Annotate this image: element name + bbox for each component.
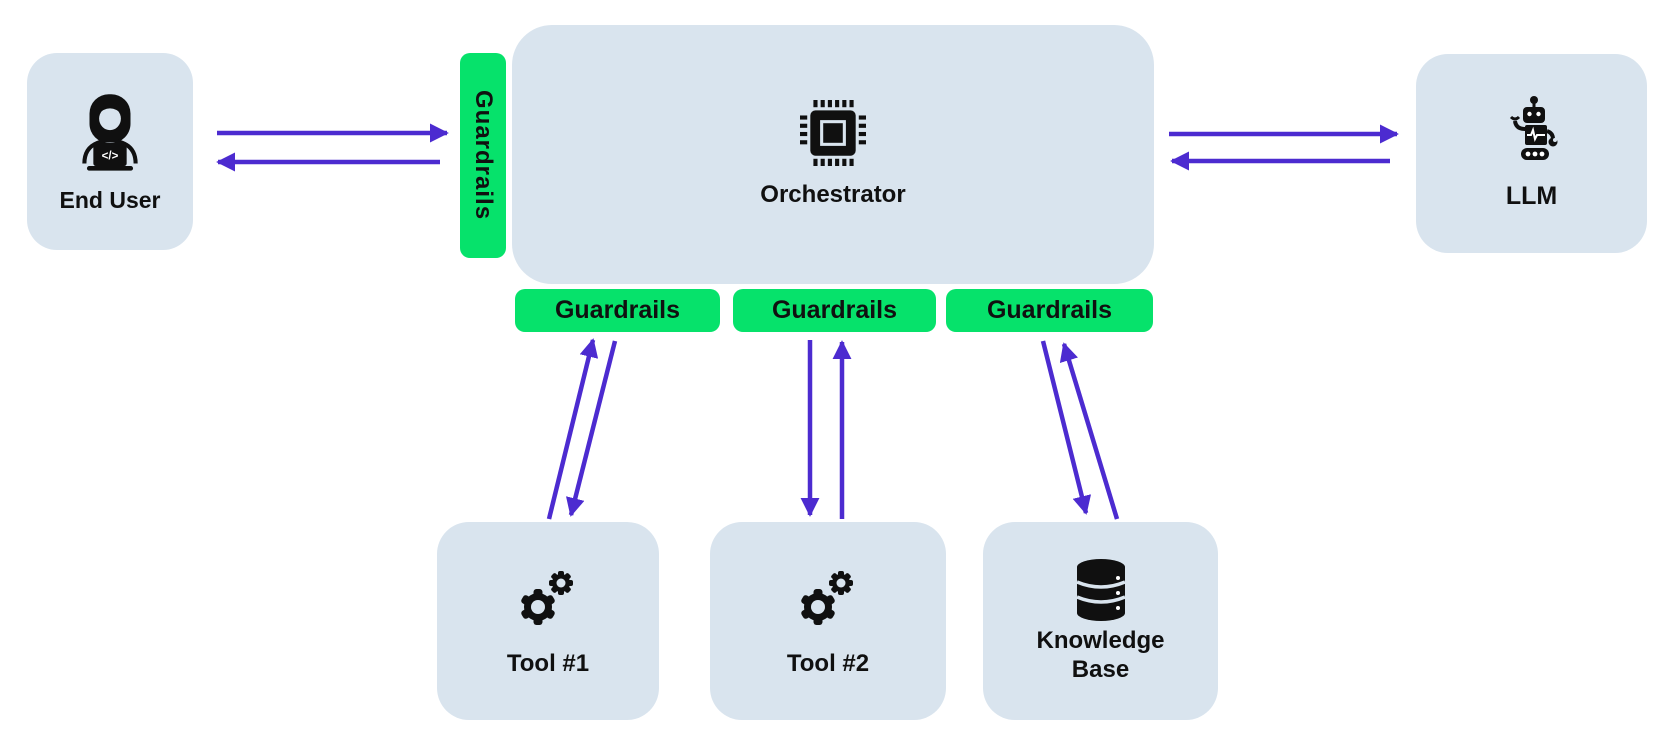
- database-icon: [1075, 558, 1126, 621]
- orchestrator-node: Orchestrator: [512, 25, 1154, 284]
- guardrails-bar-tool1: Guardrails: [515, 289, 720, 332]
- guardrails-bar-tool2: Guardrails: [733, 289, 936, 332]
- knowledge-base-node: Knowledge Base: [983, 522, 1218, 720]
- person-laptop-icon: </>: [82, 94, 138, 172]
- tool2-node: Tool #2: [710, 522, 946, 720]
- end-user-label: End User: [59, 187, 161, 214]
- guardrails-vertical-label: Guardrails: [470, 90, 497, 221]
- cpu-chip-icon: [800, 99, 866, 166]
- knowledge-base-label: Knowledge Base: [1036, 626, 1164, 685]
- robot-icon: [1509, 96, 1557, 161]
- laptop-code-glyph: </>: [102, 151, 119, 163]
- knowledge-base-label-line2: Base: [1071, 656, 1130, 683]
- orchestrator-label: Orchestrator: [760, 180, 906, 208]
- guardrails-bar-3-label: Guardrails: [986, 296, 1113, 324]
- gears-icon: [801, 571, 853, 626]
- guardrails-vertical-bar: Guardrails: [460, 53, 506, 258]
- arrow-kb-to-guardrails: [1059, 342, 1120, 520]
- guardrails-bar-1-label: Guardrails: [554, 296, 681, 324]
- tool1-node: Tool #1: [437, 522, 659, 720]
- arrow-guardrails-to-kb: [1040, 340, 1092, 515]
- end-user-node: </> End User: [27, 53, 193, 250]
- tool1-label: Tool #1: [506, 650, 590, 678]
- arrow-guardrails-to-tool1: [566, 340, 618, 517]
- llm-label: LLM: [1505, 182, 1558, 211]
- tool2-label: Tool #2: [786, 650, 870, 678]
- guardrails-bar-2-label: Guardrails: [771, 296, 898, 324]
- arrow-tool1-to-guardrails: [546, 338, 599, 520]
- knowledge-base-label-line1: Knowledge: [1036, 626, 1165, 654]
- llm-node: LLM: [1416, 54, 1647, 253]
- guardrails-bar-kb: Guardrails: [946, 289, 1153, 332]
- gears-icon: [521, 571, 573, 626]
